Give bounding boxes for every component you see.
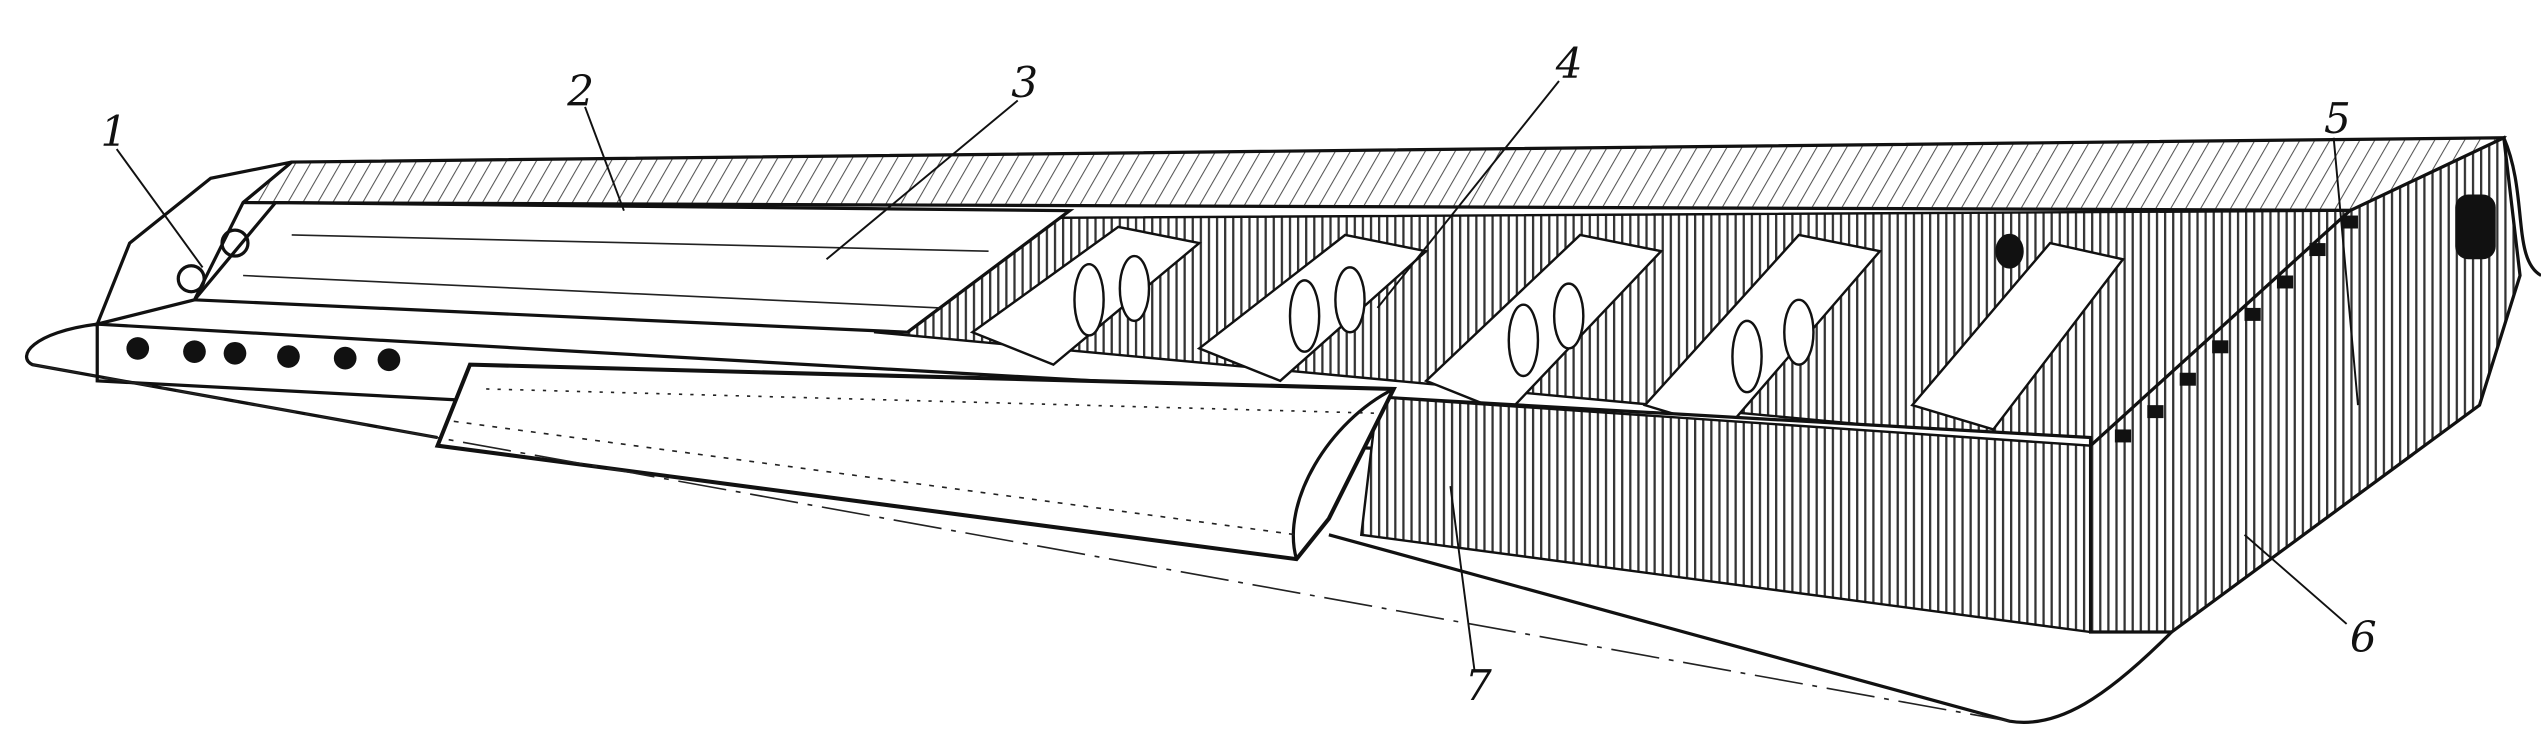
callout-6: 6 — [2350, 612, 2377, 661]
callout-7: 7 — [1465, 661, 1492, 710]
callout-3: 3 — [1011, 58, 1038, 107]
upper-skin — [238, 136, 2507, 213]
ribs — [969, 225, 2126, 431]
wing-outline — [25, 322, 2173, 724]
callout-5: 5 — [2324, 94, 2351, 143]
callout-4: 4 — [1555, 39, 1583, 88]
leader-lines — [115, 80, 2359, 673]
callout-2: 2 — [566, 66, 594, 115]
tip-rib — [2088, 135, 2522, 634]
upper-panel — [191, 200, 1075, 334]
leading-edge-slat — [434, 362, 1397, 562]
tip-fittings — [2114, 194, 2496, 443]
callout-1: 1 — [100, 107, 127, 156]
spar-holes — [126, 337, 401, 372]
